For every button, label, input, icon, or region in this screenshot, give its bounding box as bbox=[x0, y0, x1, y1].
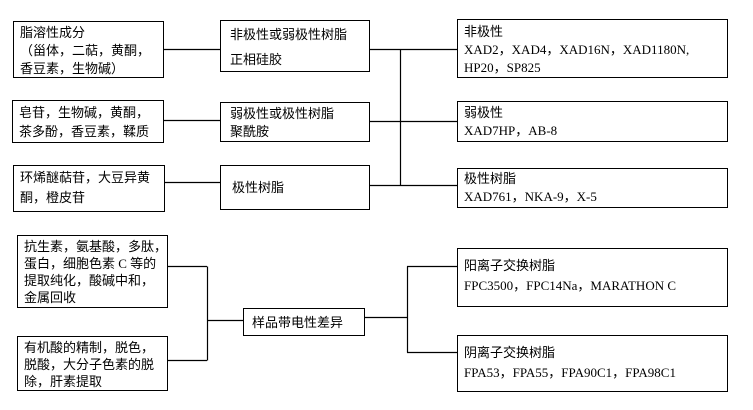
box-line: 弱极性或极性树脂 bbox=[230, 106, 335, 121]
box-lipid-soluble-components: 脂溶性成分 （甾体，二萜，黄酮， 香豆素，生物碱） bbox=[13, 21, 164, 78]
box-nonpolar-resins-list: 非极性 XAD2，XAD4，XAD16N，XAD1180N, HP20，SP82… bbox=[457, 19, 728, 78]
box-line: 脱酸，大分子色素的脱 bbox=[24, 357, 155, 372]
box-polar-resin: 极性树脂 bbox=[220, 165, 370, 210]
box-line: 非极性 bbox=[464, 24, 504, 39]
box-sample-charge-difference: 样品带电性差异 bbox=[243, 308, 365, 336]
box-line: 正相硅胶 bbox=[230, 52, 283, 67]
box-line: 抗生素，氨基酸，多肽， bbox=[24, 239, 168, 254]
box-line: 有机酸的精制，脱色， bbox=[24, 340, 155, 355]
box-line: 香豆素，生物碱） bbox=[20, 61, 125, 76]
box-line: 金属回收 bbox=[24, 290, 77, 305]
box-line: （甾体，二萜，黄酮， bbox=[20, 43, 151, 58]
box-polar-resins-list: 极性树脂 XAD761，NKA-9，X-5 bbox=[457, 168, 728, 208]
box-saponins-alkaloids: 皂苷，生物碱，黄酮， 茶多酚，香豆素，鞣质 bbox=[12, 100, 164, 143]
box-nonpolar-or-weakpolar-resin: 非极性或弱极性树脂 正相硅胶 bbox=[220, 20, 370, 72]
box-line: 脂溶性成分 bbox=[20, 25, 86, 40]
box-organic-acid-refining: 有机酸的精制，脱色， 脱酸，大分子色素的脱 除，肝素提取 bbox=[17, 336, 168, 391]
box-line: FPC3500，FPC14Na，MARATHON C bbox=[464, 278, 677, 293]
box-line: 极性树脂 bbox=[232, 180, 285, 195]
box-line: 皂苷，生物碱，黄酮， bbox=[19, 105, 150, 120]
box-line: 极性树脂 bbox=[464, 171, 517, 186]
box-line: 酮，橙皮苷 bbox=[20, 190, 86, 205]
box-line: 提取纯化，酸碱中和， bbox=[24, 273, 155, 288]
box-line: 阳离子交换树脂 bbox=[464, 258, 556, 273]
box-line: 非极性或弱极性树脂 bbox=[230, 27, 348, 42]
box-line: XAD7HP，AB-8 bbox=[464, 123, 558, 138]
box-line: 茶多酚，香豆素，鞣质 bbox=[19, 124, 150, 139]
box-line: 除，肝素提取 bbox=[24, 374, 103, 389]
box-weakpolar-or-polar-resin: 弱极性或极性树脂 聚酰胺 bbox=[220, 102, 370, 142]
box-antibiotics-purification: 抗生素，氨基酸，多肽， 蛋白，细胞色素 C 等的 提取纯化，酸碱中和， 金属回收 bbox=[17, 235, 168, 308]
box-cation-exchange-resins: 阳离子交换树脂 FPC3500，FPC14Na，MARATHON C bbox=[457, 248, 728, 307]
box-iridoid-glycosides: 环烯醚萜苷，大豆异黄 酮，橙皮苷 bbox=[13, 165, 165, 212]
box-line: 样品带电性差异 bbox=[252, 314, 344, 330]
box-line: 蛋白，细胞色素 C 等的 bbox=[24, 256, 157, 271]
box-line: XAD2，XAD4，XAD16N，XAD1180N, bbox=[464, 42, 690, 57]
box-line: 环烯醚萜苷，大豆异黄 bbox=[20, 170, 151, 185]
box-line: 聚酰胺 bbox=[230, 124, 270, 139]
box-line: HP20，SP825 bbox=[464, 60, 541, 75]
box-line: 弱极性 bbox=[464, 105, 504, 120]
box-line: XAD761，NKA-9，X-5 bbox=[464, 189, 597, 204]
box-line: 阴离子交换树脂 bbox=[464, 345, 556, 360]
box-line: FPA53，FPA55，FPA90C1，FPA98C1 bbox=[464, 365, 676, 380]
box-weakpolar-resins-list: 弱极性 XAD7HP，AB-8 bbox=[457, 101, 728, 142]
box-anion-exchange-resins: 阴离子交换树脂 FPA53，FPA55，FPA90C1，FPA98C1 bbox=[457, 335, 728, 392]
